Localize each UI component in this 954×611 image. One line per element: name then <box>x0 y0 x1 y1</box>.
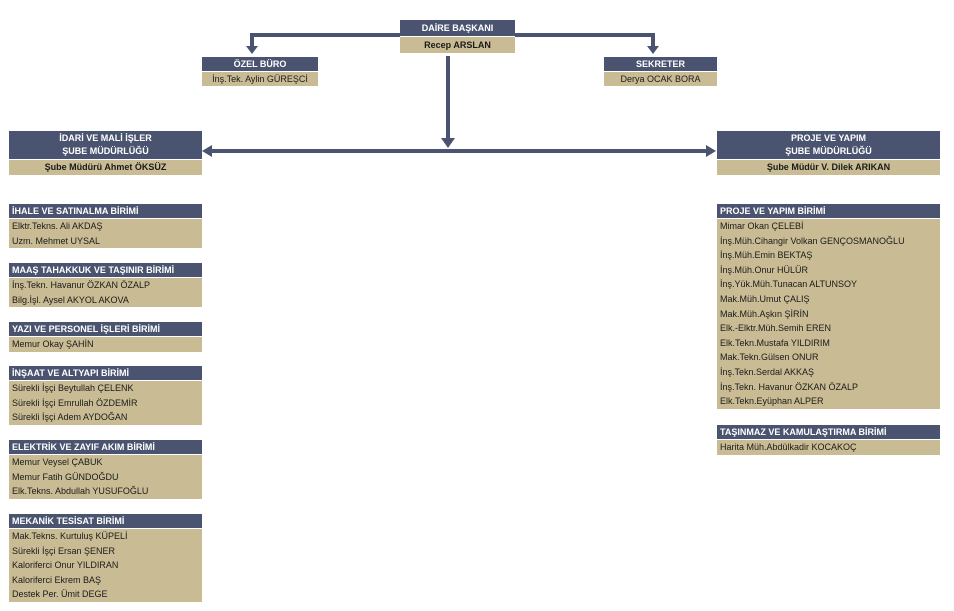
unit-mekanik-tesisat: MEKANİK TESİSAT BİRİMİ Mak.Tekns. Kurtul… <box>9 514 202 602</box>
unit-title: TAŞINMAZ VE KAMULAŞTIRMA BİRİMİ <box>717 425 940 439</box>
unit-member: Bilg.İşl. Aysel AKYOL AKOVA <box>12 294 129 305</box>
sekreter-title: SEKRETER <box>604 57 717 71</box>
arrow-trunk <box>441 138 455 148</box>
unit-elektrik-zayif-akim: ELEKTRİK VE ZAYIF AKIM BİRİMİ Memur Veys… <box>9 440 202 499</box>
unit-member: Elk.-Elktr.Müh.Semih EREN <box>720 323 832 334</box>
arrow-sekreter <box>647 46 659 54</box>
unit-member: Kaloriferci Ekrem BAŞ <box>12 574 102 585</box>
idari-mali-isler-box: İDARİ VE MALİ İŞLER ŞUBE MÜDÜRLÜĞÜ Şube … <box>9 131 202 175</box>
unit-proje-yapim: PROJE VE YAPIM BİRİMİ Mimar Okan ÇELEBİ … <box>717 204 940 409</box>
unit-member: Memur Okay ŞAHİN <box>12 339 94 349</box>
proje-title-line-2: ŞUBE MÜDÜRLÜĞÜ <box>785 146 872 156</box>
unit-member: Sürekli İşçi Ersan ŞENER <box>12 545 116 556</box>
unit-title: PROJE VE YAPIM BİRİMİ <box>717 204 940 218</box>
unit-member: Elk.Tekn.Mustafa YILDIRIM <box>720 337 830 348</box>
unit-member: İnş.Müh.Emin BEKTAŞ <box>720 250 813 261</box>
unit-title: MAAŞ TAHAKKUK VE TAŞINIR BİRİMİ <box>9 263 202 277</box>
unit-member: Destek Per. Ümit DEGE <box>12 589 108 600</box>
unit-member: Sürekli İşçi Emrullah ÖZDEMİR <box>12 397 138 408</box>
ozel-buro-box: ÖZEL BÜRO İnş.Tek. Aylin GÜREŞCİ <box>202 57 318 86</box>
ozel-buro-title: ÖZEL BÜRO <box>202 57 318 71</box>
unit-member: Sürekli İşçi Adem AYDOĞAN <box>12 412 128 423</box>
unit-member: Memur Veysel ÇABUK <box>12 457 103 467</box>
unit-ihale-satinalma: İHALE VE SATINALMA BİRİMİ Elktr.Tekns. A… <box>9 204 202 249</box>
unit-member: Uzm. Mehmet UYSAL <box>12 235 101 246</box>
unit-maas-tahakkuk: MAAŞ TAHAKKUK VE TAŞINIR BİRİMİ İnş.Tekn… <box>9 263 202 308</box>
ozel-buro-name: İnş.Tek. Aylin GÜREŞCİ <box>202 72 318 86</box>
unit-member: İnş.Tekn. Havanur ÖZKAN ÖZALP <box>12 280 151 290</box>
unit-title: MEKANİK TESİSAT BİRİMİ <box>9 514 202 528</box>
unit-member: Sürekli İşçi Beytullah ÇELENK <box>12 383 134 393</box>
proje-yapim-box: PROJE VE YAPIM ŞUBE MÜDÜRLÜĞÜ Şube Müdür… <box>717 131 940 175</box>
sekreter-box: SEKRETER Derya OCAK BORA <box>604 57 717 86</box>
arrow-left <box>202 145 212 157</box>
unit-tasinmaz-kamulastirma: TAŞINMAZ VE KAMULAŞTIRMA BİRİMİ Harita M… <box>717 425 940 455</box>
unit-member: İnş.Tekn. Havanur ÖZKAN ÖZALP <box>720 381 859 392</box>
unit-member: İnş.Tekn.Serdal AKKAŞ <box>720 366 815 377</box>
arrow-right <box>706 145 716 157</box>
connector-to-ozel-buro <box>250 33 400 48</box>
unit-member: Mak.Tekns. Kurtuluş KÜPELİ <box>12 531 128 541</box>
unit-member: Elktr.Tekns. Ali AKDAŞ <box>12 221 103 231</box>
unit-member: Mimar Okan ÇELEBİ <box>720 221 804 231</box>
sekreter-name: Derya OCAK BORA <box>604 72 717 86</box>
unit-member: İnş.Müh.Cihangir Volkan GENÇOSMANOĞLU <box>720 235 905 246</box>
unit-title: ELEKTRİK VE ZAYIF AKIM BİRİMİ <box>9 440 202 454</box>
unit-member: Mak.Müh.Umut ÇALIŞ <box>720 293 810 304</box>
proje-title-line-1: PROJE VE YAPIM <box>790 133 867 143</box>
unit-title: YAZI VE PERSONEL İŞLERİ BİRİMİ <box>9 322 202 336</box>
unit-member: Elk.Tekns. Abdullah YUSUFOĞLU <box>12 486 149 497</box>
daire-baskani-name: Recep ARSLAN <box>400 37 515 53</box>
idari-title-line-1: İDARİ VE MALİ İŞLER <box>59 133 152 143</box>
unit-member: İnş.Müh.Onur HÜLÜR <box>720 264 809 275</box>
proje-yapim-title: PROJE VE YAPIM ŞUBE MÜDÜRLÜĞÜ <box>717 131 940 159</box>
arrow-ozel-buro <box>246 46 258 54</box>
connector-to-sekreter <box>515 33 655 48</box>
unit-member: İnş.Yük.Müh.Tunacan ALTUNSOY <box>720 279 858 290</box>
daire-baskani-title: DAİRE BAŞKANI <box>400 20 515 36</box>
idari-manager-name: Şube Müdürü Ahmet ÖKSÜZ <box>9 160 202 175</box>
unit-title: İHALE VE SATINALMA BİRİMİ <box>9 204 202 218</box>
daire-baskani-box: DAİRE BAŞKANI Recep ARSLAN <box>400 20 515 53</box>
unit-member: Kaloriferci Onur YILDIRAN <box>12 560 119 571</box>
idari-mali-isler-title: İDARİ VE MALİ İŞLER ŞUBE MÜDÜRLÜĞÜ <box>9 131 202 159</box>
unit-member: Memur Fatih GÜNDOĞDU <box>12 471 119 482</box>
unit-member: Harita Müh.Abdülkadir KOCAKOÇ <box>720 442 857 452</box>
unit-insaat-altyapi: İNŞAAT VE ALTYAPI BİRİMİ Sürekli İşçi Be… <box>9 366 202 425</box>
unit-yazi-personel: YAZI VE PERSONEL İŞLERİ BİRİMİ Memur Oka… <box>9 322 202 352</box>
unit-member: Mak.Müh.Aşkın ŞİRİN <box>720 308 809 319</box>
idari-title-line-2: ŞUBE MÜDÜRLÜĞÜ <box>62 146 149 156</box>
unit-title: İNŞAAT VE ALTYAPI BİRİMİ <box>9 366 202 380</box>
unit-member: Elk.Tekn.Eyüphan ALPER <box>720 396 824 407</box>
unit-member: Mak.Tekn.Gülsen ONUR <box>720 352 819 363</box>
proje-manager-name: Şube Müdür V. Dilek ARIKAN <box>717 160 940 175</box>
